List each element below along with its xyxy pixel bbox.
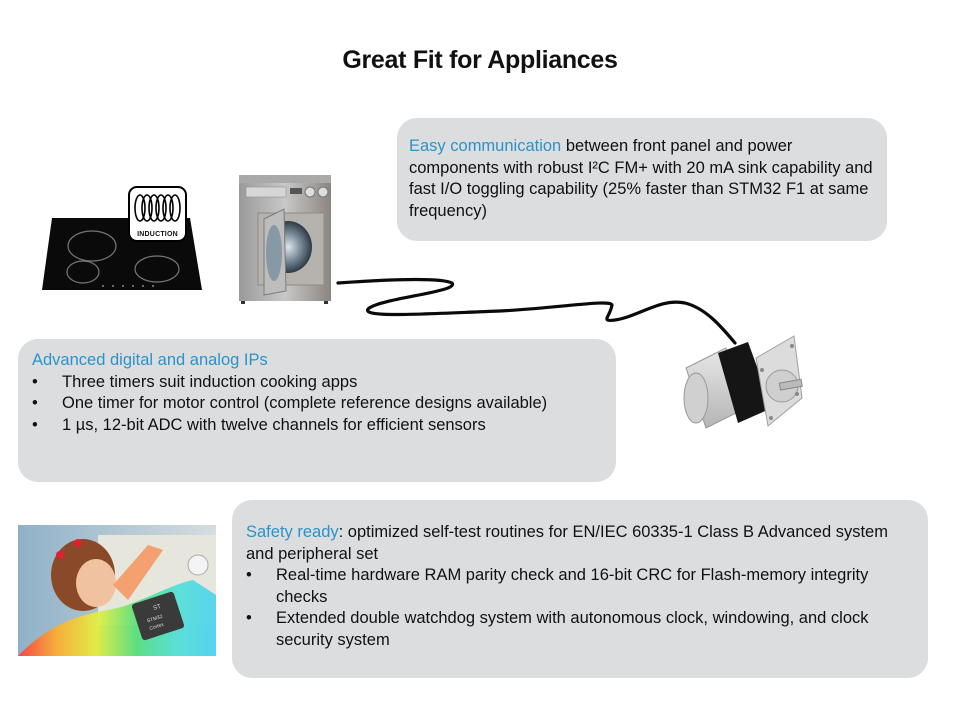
induction-label: INDUCTION	[137, 231, 178, 238]
svg-text:Cortex: Cortex	[149, 622, 165, 632]
communication-highlight: Easy communication	[409, 137, 562, 155]
bullet-icon: •	[246, 609, 252, 627]
bullet-icon: •	[32, 394, 38, 412]
safety-highlight: Safety ready	[246, 523, 339, 541]
safety-bullet-list: •Real-time hardware RAM parity check and…	[246, 565, 914, 651]
bullet-icon: •	[32, 415, 38, 434]
motor-image	[683, 335, 803, 429]
svg-text:STM32: STM32	[146, 614, 163, 625]
ips-heading: Advanced digital and analog IPs	[32, 351, 268, 369]
chip-icon: ST STM32 Cortex	[131, 591, 185, 641]
safety-bullet-item: •Real-time hardware RAM parity check and…	[246, 566, 869, 606]
induction-badge-icon: INDUCTION	[128, 186, 187, 242]
safety-photo-image: ST STM32 Cortex	[18, 525, 216, 656]
ips-bullet-list: •Three timers suit induction cooking app…	[32, 372, 606, 437]
bullet-icon: •	[32, 372, 38, 391]
bullet-icon: •	[246, 566, 252, 584]
safety-callout: Safety ready: optimized self-test routin…	[232, 500, 928, 678]
burner-right	[134, 255, 180, 283]
burner-small	[66, 260, 100, 284]
analog-digital-ips-callout: Advanced digital and analog IPs •Three t…	[18, 339, 616, 482]
safety-intro: Safety ready: optimized self-test routin…	[246, 522, 914, 565]
communication-text: between front panel and power components…	[409, 137, 873, 220]
washing-machine-image	[239, 175, 331, 304]
svg-text:ST: ST	[153, 604, 162, 612]
safety-text: : optimized self-test routines for EN/IE…	[246, 523, 888, 563]
ips-bullet-item: •One timer for motor control (complete r…	[32, 393, 606, 415]
slide-title: Great Fit for Appliances	[342, 46, 618, 74]
safety-bullet-item: •Extended double watchdog system with au…	[246, 609, 869, 649]
communication-callout: Easy communication between front panel a…	[397, 118, 887, 241]
ips-bullet-item: •1 µs, 12-bit ADC with twelve channels f…	[32, 415, 606, 437]
burner-large	[67, 230, 117, 262]
ips-bullet-item: •Three timers suit induction cooking app…	[32, 372, 606, 394]
